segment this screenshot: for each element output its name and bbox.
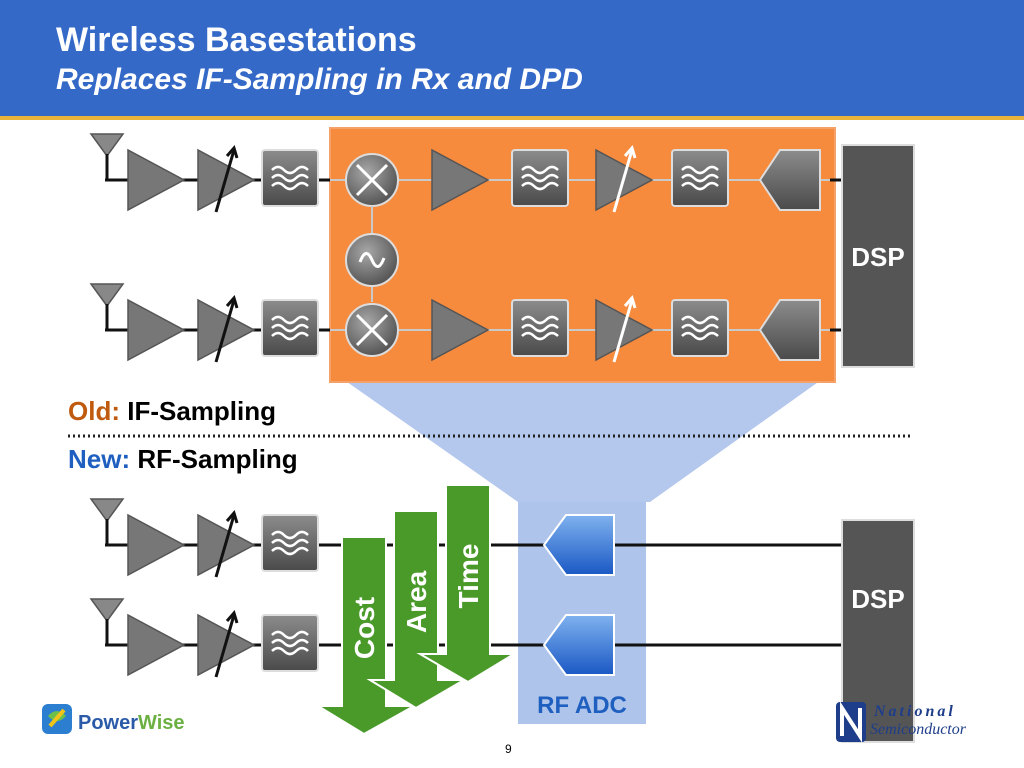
variable-amplifier-icon [196, 146, 256, 214]
variable-amplifier-icon [196, 296, 256, 364]
zoom-funnel [330, 370, 835, 502]
antenna-icon [89, 282, 133, 332]
slide-title: Wireless Basestations [56, 21, 417, 59]
lna-amplifier-icon [127, 614, 185, 676]
filter-icon [260, 298, 320, 358]
filter-icon [260, 513, 320, 573]
time-arrow-label: Time [453, 544, 484, 609]
slide-subtitle: Replaces IF-Sampling in Rx and DPD [56, 63, 583, 96]
oscillator-icon [345, 233, 399, 287]
header-rule [0, 116, 1024, 120]
dsp-label: DSP [851, 584, 904, 614]
lna-amplifier-icon [127, 299, 185, 361]
powerwise-wordmark: PowerWise [78, 712, 185, 734]
if-sampling-block [329, 127, 836, 383]
lna-amplifier-icon [127, 514, 185, 576]
header-bar [0, 0, 1024, 116]
area-arrow: Area [366, 510, 468, 710]
lna-amplifier-icon [127, 149, 185, 211]
filter-icon [260, 613, 320, 673]
new-section-label: New: RF-Sampling [68, 444, 298, 475]
variable-amplifier-icon [196, 611, 256, 679]
mixer-icon [344, 302, 400, 358]
filter-icon [510, 148, 570, 208]
variable-amplifier-icon [196, 511, 256, 579]
new-prefix: New: [68, 444, 131, 474]
filter-icon [670, 148, 730, 208]
national-semiconductor-logo: National Semiconductor [836, 701, 967, 743]
antenna-icon [89, 497, 133, 547]
svg-text:Semiconductor: Semiconductor [870, 721, 967, 738]
rf-adc-label: RF ADC [537, 692, 627, 719]
old-label: IF-Sampling [127, 396, 277, 426]
area-arrow-label: Area [401, 570, 432, 633]
filter-icon [260, 148, 320, 208]
filter-icon [670, 298, 730, 358]
cost-arrow: Cost [314, 536, 418, 736]
cost-arrow-label: Cost [349, 597, 380, 659]
time-arrow: Time [416, 484, 518, 684]
antenna-icon [89, 132, 133, 182]
filter-icon [510, 298, 570, 358]
svg-text:National: National [873, 703, 956, 720]
dsp-label: DSP [851, 242, 904, 272]
dsp-block [841, 144, 915, 368]
new-label: RF-Sampling [137, 444, 298, 474]
old-prefix: Old: [68, 396, 120, 426]
old-section-label: Old: IF-Sampling [68, 396, 276, 427]
mixer-icon [344, 152, 400, 208]
page-number: 9 [505, 742, 512, 756]
antenna-icon [89, 597, 133, 647]
powerwise-logo: PowerWise [42, 704, 185, 734]
